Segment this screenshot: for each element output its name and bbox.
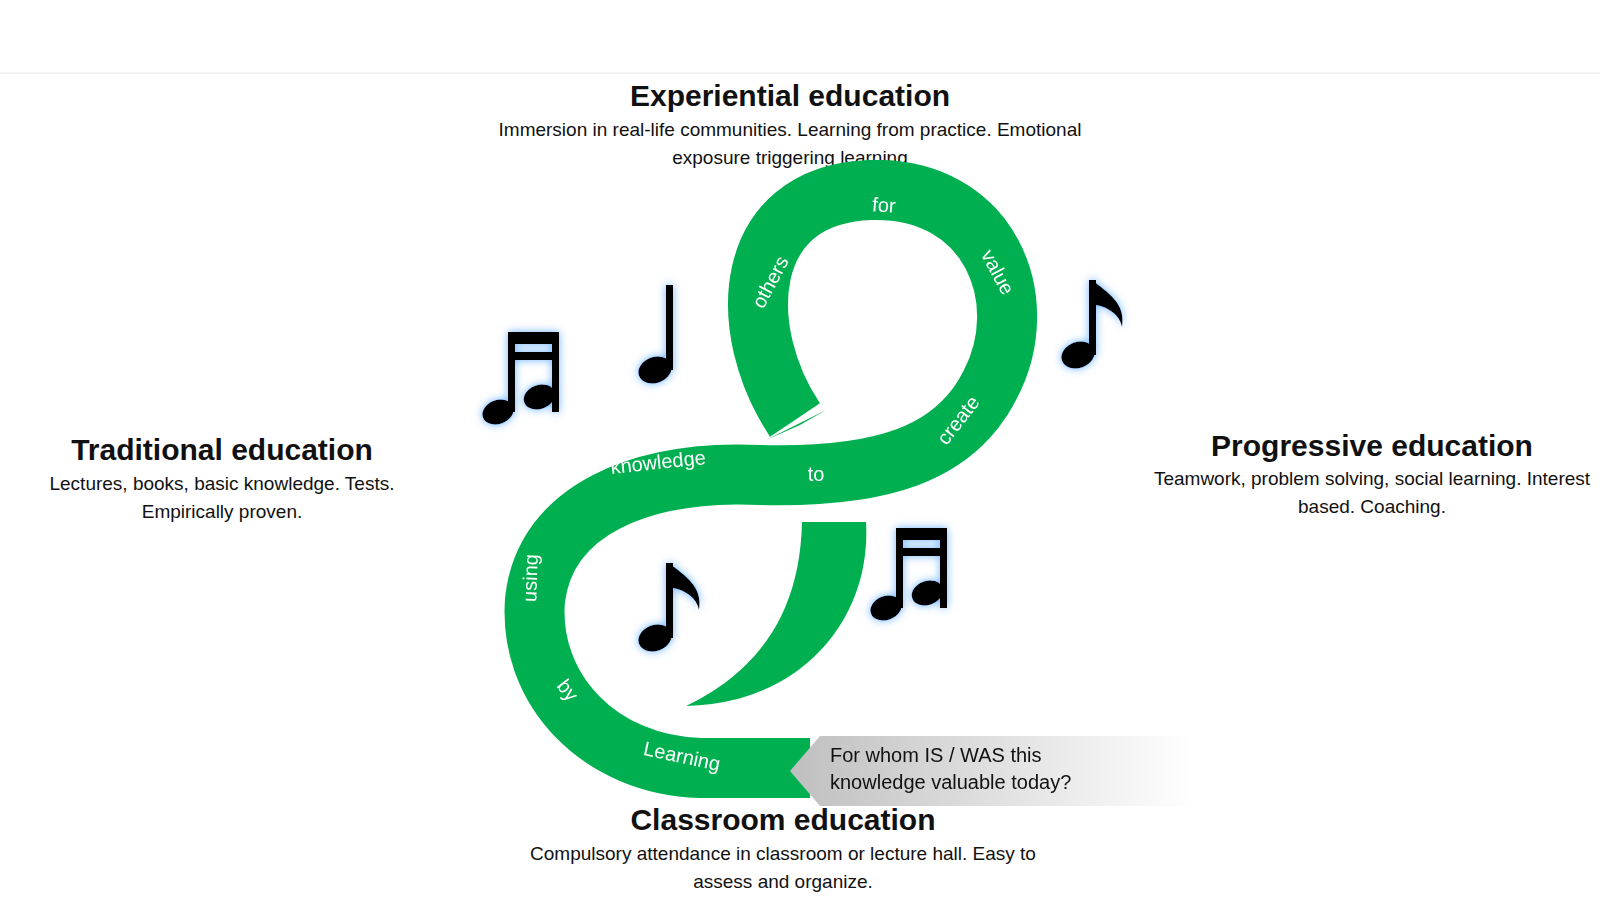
ribbon-word: using xyxy=(518,554,542,603)
callout-arrow: For whom IS / WAS this knowledge valuabl… xyxy=(790,736,1194,806)
section-heading: Experiential education xyxy=(630,78,950,114)
ribbon-word: to xyxy=(808,463,825,485)
green-ribbon: Learningbyusingknowledgetocreatevaluefor… xyxy=(480,160,1080,810)
section-heading: Classroom education xyxy=(630,802,935,838)
section-body: Lectures, books, basic knowledge. Tests.… xyxy=(12,470,432,526)
top-rule xyxy=(0,73,1600,74)
section-heading: Progressive education xyxy=(1211,428,1533,464)
section-heading: Traditional education xyxy=(71,432,373,468)
callout-text: For whom IS / WAS this knowledge valuabl… xyxy=(830,742,1120,796)
section-body: Immersion in real-life communities. Lear… xyxy=(490,116,1090,172)
ribbon-word: for xyxy=(872,193,897,217)
section-body: Teamwork, problem solving, social learni… xyxy=(1152,465,1592,521)
section-body: Compulsory attendance in classroom or le… xyxy=(518,840,1048,896)
